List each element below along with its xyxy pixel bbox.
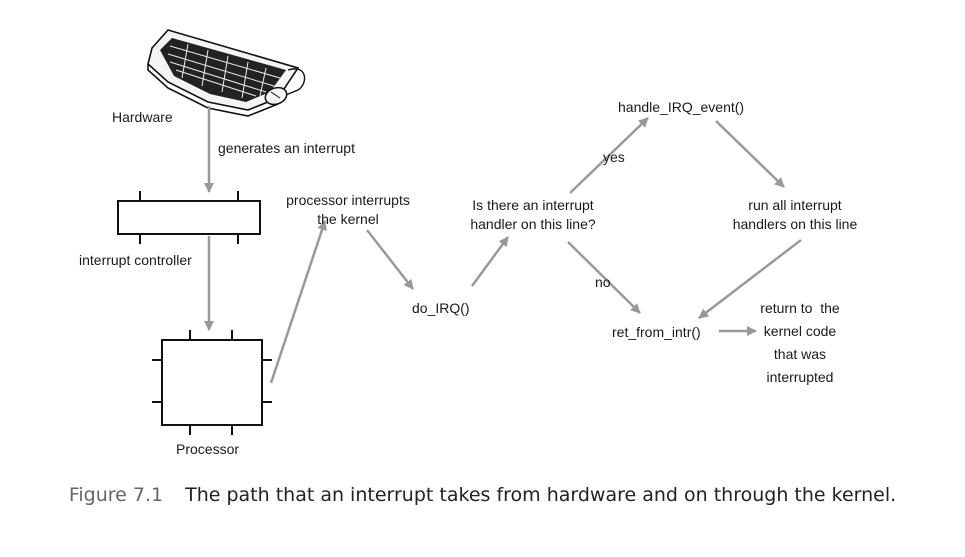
caption-text: The path that an interrupt takes from ha… <box>185 484 897 506</box>
edge-label-line: processor interrupts <box>286 192 410 208</box>
edge-label-processor-interrupts: processor interrupts the kernel <box>268 191 428 229</box>
question-label: Is there an interrupt handler on this li… <box>446 196 620 234</box>
edge-label-line: the kernel <box>317 211 379 227</box>
interrupt-controller-box <box>117 191 261 244</box>
run-handlers-line: handlers on this line <box>732 216 858 232</box>
arrow-handle-irq-event-to-run-handlers <box>715 120 785 188</box>
return-line: interrupted <box>766 369 834 385</box>
keyboard-icon <box>147 29 306 117</box>
question-line: Is there an interrupt <box>472 197 594 213</box>
processor-label: Processor <box>176 441 240 457</box>
arrow-to-do-irq <box>366 229 414 290</box>
return-line: that was <box>773 346 827 362</box>
question-line: handler on this line? <box>470 216 596 232</box>
figure-number: Figure 7.1 <box>68 484 164 506</box>
arrow-do-irq-to-question <box>470 236 510 287</box>
return-to-kernel-label: return to the kernel code that was inter… <box>735 297 865 389</box>
handle-irq-event-label: handle_IRQ_event() <box>618 99 745 115</box>
arrow-run-handlers-to-ret-from-intr <box>698 239 802 319</box>
hardware-label: Hardware <box>112 109 173 125</box>
run-handlers-label: run all interrupt handlers on this line <box>715 196 875 234</box>
processor-chip <box>152 330 272 435</box>
return-line: kernel code <box>763 323 837 339</box>
edge-label-generates-interrupt: generates an interrupt <box>218 140 355 156</box>
interrupt-controller-label: interrupt controller <box>79 252 192 268</box>
interrupt-path-diagram <box>117 29 802 435</box>
return-line: return to the <box>760 300 840 316</box>
arrow-processor-to-kernel <box>269 220 327 384</box>
arrow-no-to-ret-from-intr <box>567 241 641 314</box>
arrow-yes-to-handle-irq-event <box>569 117 649 194</box>
run-handlers-line: run all interrupt <box>748 197 842 213</box>
ret-from-intr-label: ret_from_intr() <box>612 324 701 340</box>
edge-label-no: no <box>595 274 611 290</box>
do-irq-label: do_IRQ() <box>412 300 470 316</box>
figure-caption: Figure 7.1 The path that an interrupt tak… <box>60 482 905 509</box>
edge-label-yes: yes <box>603 149 625 165</box>
mouse-icon <box>264 86 288 106</box>
